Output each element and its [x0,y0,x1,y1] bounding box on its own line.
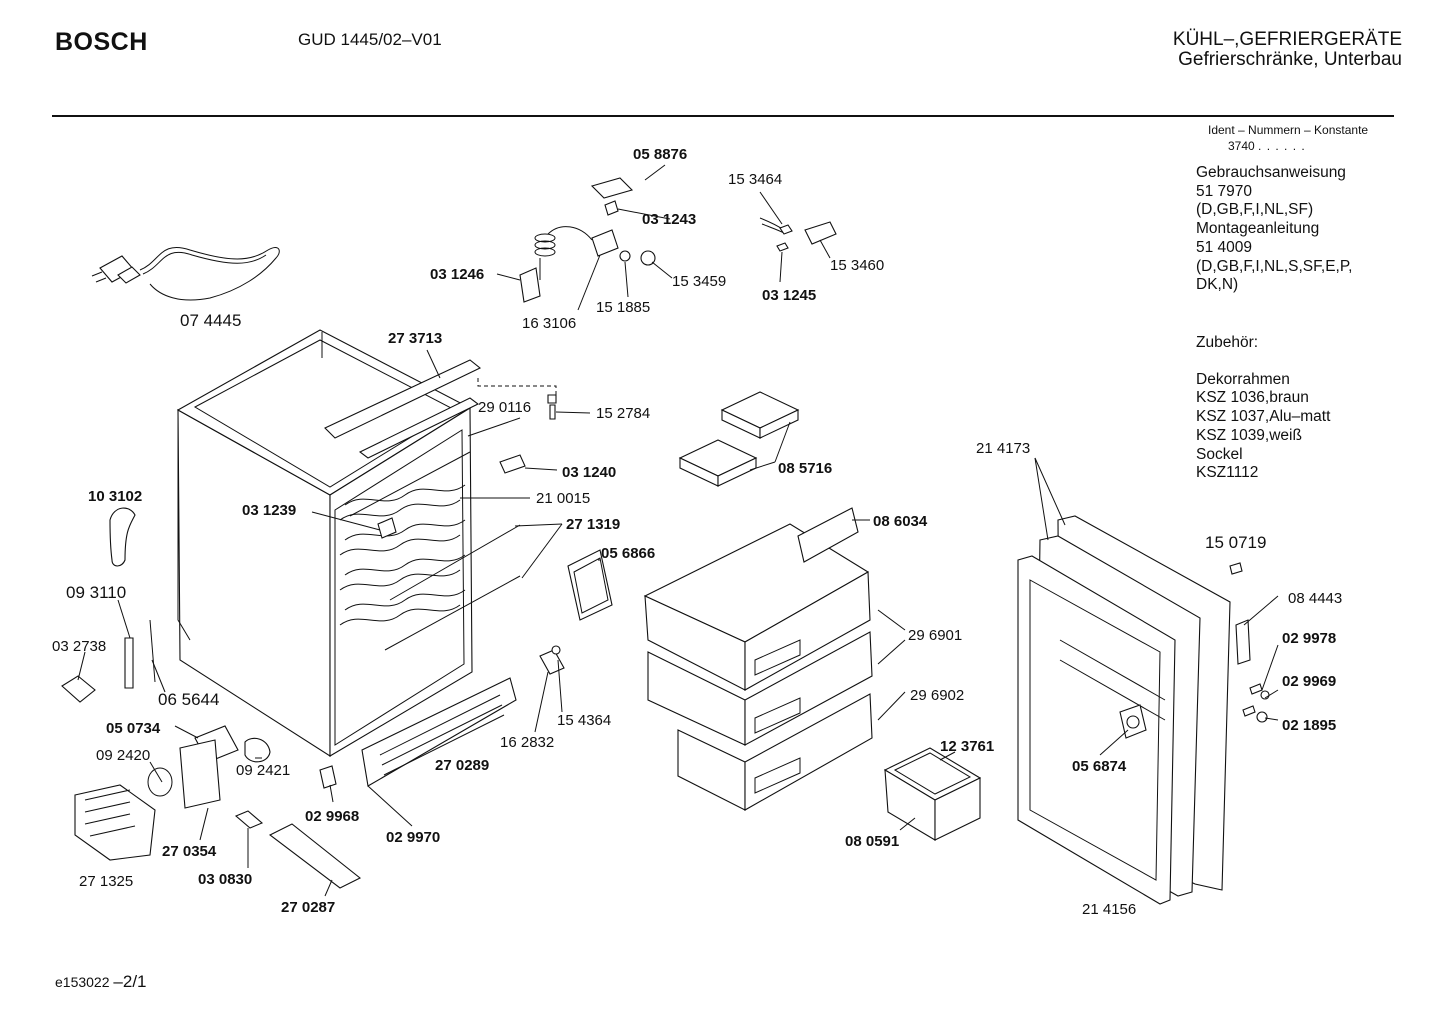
part-label-05-6874: 05 6874 [1072,758,1127,775]
category-line-1: KÜHL–,GEFRIERGERÄTE [1172,29,1402,50]
part-label-09-2421: 09 2421 [236,762,290,779]
small-parts-drawing [61,394,613,889]
accessories-info: Zubehör: Dekorrahmen KSZ 1036,braun KSZ … [1196,334,1330,483]
part-label-02-1895: 02 1895 [1282,717,1336,734]
ident-label: Ident – Nummern – Konstante [1208,123,1369,137]
cabinet-body-drawing [176,329,521,787]
ident-value: 3740 [1228,139,1255,153]
part-label-21-4173: 21 4173 [976,440,1030,457]
part-label-03-1246: 03 1246 [430,266,484,283]
part-label-05-8876: 05 8876 [633,146,687,163]
manuals-info: Gebrauchsanweisung 51 7970 (D,GB,F,I,NL,… [1196,164,1352,295]
drawing-code-suffix: –2/1 [113,972,147,991]
accessory-line: Sockel [1196,445,1243,463]
part-label-03-1245: 03 1245 [762,287,816,304]
part-label-15-3464: 15 3464 [728,171,782,188]
part-label-27-0289: 27 0289 [435,757,489,774]
part-label-27-0287: 27 0287 [281,899,335,916]
model-number: GUD 1445/02–V01 [298,30,442,49]
part-label-15-4364: 15 4364 [557,712,611,729]
info-line: (D,GB,F,I,NL,S,SF,E,P, [1196,257,1353,275]
part-label-06-5644: 06 5644 [158,690,219,709]
accessory-line: KSZ 1037,Alu–matt [1196,408,1331,426]
header-divider [52,115,1394,117]
ice-tray-drawing [883,747,982,841]
part-label-15-3460: 15 3460 [830,257,884,274]
info-line: 51 4009 [1196,238,1253,256]
part-label-12-3761: 12 3761 [940,738,994,755]
part-labels: 05 8876 03 1243 15 3464 15 3460 03 1246 … [52,146,1342,918]
part-label-29-0116: 29 0116 [478,399,531,416]
leader-lines [77,164,1279,897]
info-line: DK,N) [1196,276,1239,294]
part-label-08-6034: 08 6034 [873,513,928,530]
part-label-07-4445: 07 4445 [180,311,241,330]
info-line: Montageanleitung [1196,220,1320,238]
part-label-03-1239: 03 1239 [242,502,296,519]
part-label-15-1885: 15 1885 [596,299,650,316]
part-label-29-6901: 29 6901 [908,627,962,644]
part-label-03-2738: 03 2738 [52,638,106,655]
part-label-05-0734: 05 0734 [106,720,161,737]
ice-packs-drawing [678,391,800,487]
lamp-holder-drawing [759,217,837,252]
accessory-line: KSZ1112 [1196,464,1259,482]
part-label-27-0354: 27 0354 [162,843,217,860]
part-label-02-9970: 02 9970 [386,829,440,846]
ident-block: Ident – Nummern – Konstante 3740 . . . .… [1208,122,1368,154]
part-label-03-1243: 03 1243 [642,211,696,228]
part-label-15-3459: 15 3459 [672,273,726,290]
info-line: 51 7970 [1196,182,1253,200]
power-cord-drawing [91,246,280,301]
part-label-29-6902: 29 6902 [910,687,964,704]
part-label-02-9968: 02 9968 [305,808,359,825]
part-label-21-0015: 21 0015 [536,490,590,507]
accessories-title: Zubehör: [1196,334,1259,351]
part-label-09-3110: 09 3110 [66,583,126,602]
ident-dots: . . . . . . [1258,139,1306,153]
part-label-16-2832: 16 2832 [500,734,554,751]
drawing-code: e153022 –2/1 [55,972,147,992]
part-label-27-3713: 27 3713 [388,330,442,347]
category-title: KÜHL–,GEFRIERGERÄTE Gefrierschränke, Unt… [1173,30,1402,70]
part-label-27-1325: 27 1325 [79,873,133,890]
accessory-line: Dekorrahmen [1196,370,1290,388]
drawing-code-number: e153022 [55,974,110,990]
category-line-2: Gefrierschränke, Unterbau [1178,49,1402,70]
part-label-05-6866: 05 6866 [601,545,655,562]
part-label-08-4443: 08 4443 [1288,590,1342,607]
accessory-line: KSZ 1039,weiß [1196,426,1302,444]
part-label-21-4156: 21 4156 [1082,901,1136,918]
part-label-03-0830: 03 0830 [198,871,252,888]
part-label-16-3106: 16 3106 [522,315,576,332]
part-label-15-0719: 15 0719 [1205,533,1266,552]
info-line: (D,GB,F,I,NL,SF) [1196,201,1314,219]
ident-row: 3740 . . . . . . [1208,138,1368,154]
brand-logo: BOSCH [55,28,148,56]
part-label-09-2420: 09 2420 [96,747,150,764]
freezer-drawers-drawing [643,507,873,811]
info-line: Gebrauchsanweisung [1196,164,1346,181]
part-label-02-9969: 02 9969 [1282,673,1336,690]
part-label-03-1240: 03 1240 [562,464,616,481]
part-label-08-5716: 08 5716 [778,460,832,477]
part-label-15-2784: 15 2784 [596,405,650,422]
part-label-27-1319: 27 1319 [566,516,620,533]
part-label-10-3102: 10 3102 [88,488,142,505]
accessory-line: KSZ 1036,braun [1196,389,1309,407]
door-drawing [1017,515,1270,905]
part-label-02-9978: 02 9978 [1282,630,1336,647]
thermostat-drawing [519,177,656,303]
part-label-08-0591: 08 0591 [845,833,899,850]
